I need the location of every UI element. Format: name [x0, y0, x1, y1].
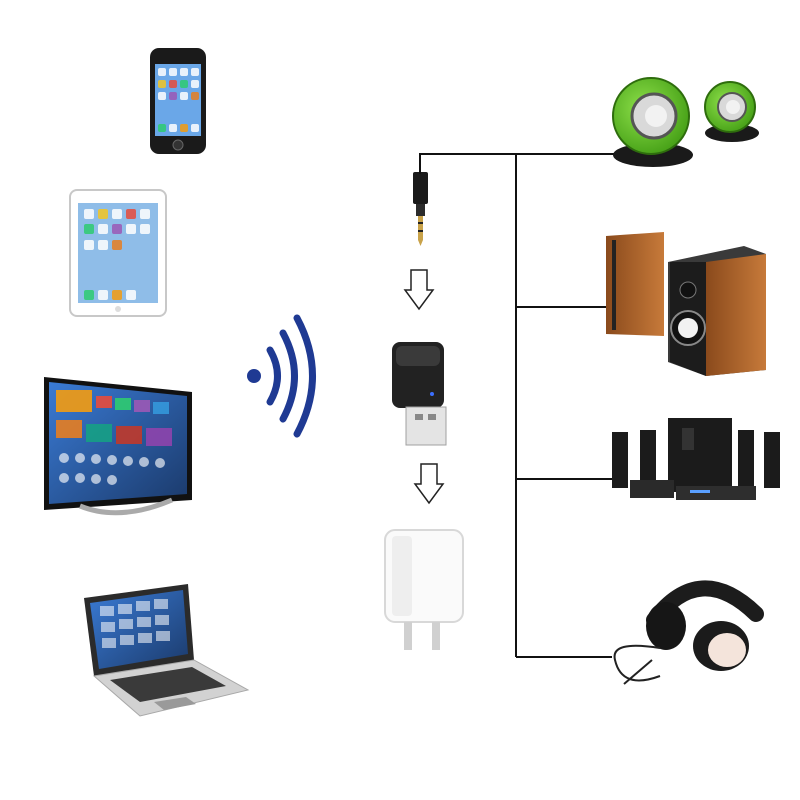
audio-jack-icon — [413, 172, 428, 246]
arrow-down-icon — [413, 463, 445, 505]
tv-icon — [44, 377, 192, 516]
arrow-down-icon — [403, 269, 435, 311]
wireless-signal-icon — [247, 314, 316, 438]
connection-lines — [419, 153, 628, 658]
headphones-icon — [613, 580, 764, 685]
home-theater-icon — [612, 418, 780, 500]
laptop-icon — [84, 584, 250, 717]
tablet-icon — [69, 189, 167, 317]
power-plug-icon — [384, 529, 464, 650]
usb-adapter-icon — [392, 342, 447, 446]
speaker-icon — [612, 77, 759, 167]
smartphone-icon — [150, 48, 206, 154]
bookshelf-speaker-icon — [606, 232, 766, 376]
